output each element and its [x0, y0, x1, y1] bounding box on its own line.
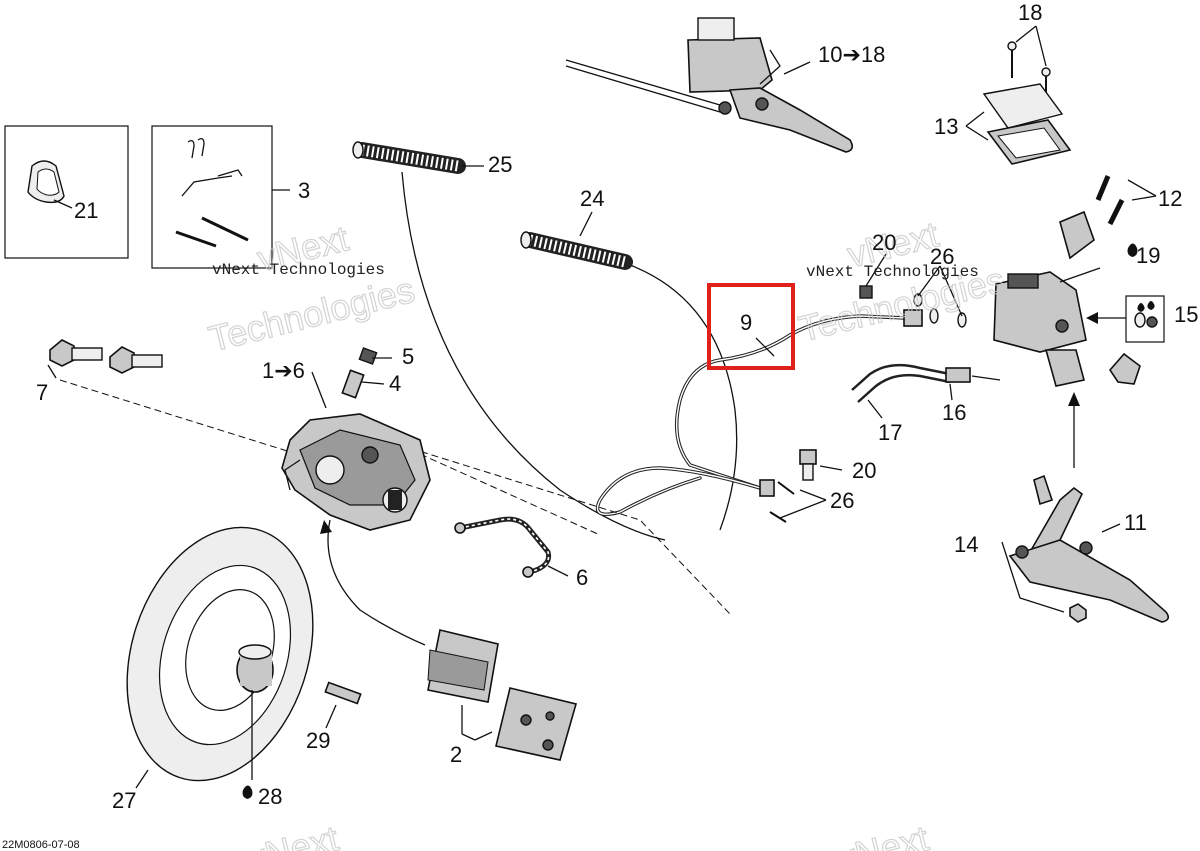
callout-24: 24: [580, 186, 604, 211]
brake-pads-2: [427, 629, 577, 761]
callout-9: 9: [740, 310, 752, 335]
callout-12: 12: [1158, 186, 1182, 211]
callout-16: 16: [942, 400, 966, 425]
callout-28: 28: [258, 784, 282, 809]
brake-caliper: [281, 347, 431, 531]
callout-19: 19: [1136, 243, 1160, 268]
watermark-line2-left: Technologies: [205, 269, 419, 360]
callout-13: 13: [934, 114, 958, 139]
callout-15: 15: [1174, 302, 1198, 327]
watermark-caption-left: vNext Technologies: [212, 261, 385, 279]
callouts: 1➔6 2 3 4 5 6 7 9 10➔18 11 12 13 14 15 1…: [36, 0, 1198, 813]
reference-code: 22M0806-07-08: [2, 839, 80, 851]
callout-26-upper: 26: [930, 244, 954, 269]
hose-24: [520, 231, 633, 270]
callout-10-18: 10➔18: [818, 42, 885, 67]
callout-11: 11: [1124, 510, 1147, 535]
brake-line-9: [595, 309, 923, 516]
callout-21: 21: [74, 198, 98, 223]
callout-20-upper: 20: [872, 230, 896, 255]
callout-26-lower: 26: [830, 488, 854, 513]
callout-5: 5: [402, 344, 414, 369]
brake-lever-11: [1001, 474, 1170, 623]
master-cylinder-10-18: [565, 17, 854, 153]
watermark-caption-right: vNext Technologies: [806, 263, 979, 281]
caliper-bolts-7: [47, 339, 163, 379]
callout-18: 18: [1018, 0, 1042, 25]
caliper-hose-6: [454, 516, 569, 578]
callout-3: 3: [298, 178, 310, 203]
hose-25: [352, 141, 466, 174]
callout-20-lower: 20: [852, 458, 876, 483]
brake-switch-16-17: [851, 253, 1001, 419]
highlight-box-9: [707, 283, 795, 370]
inset-box-3: [151, 125, 290, 269]
banjo-bolt-20-lower: [769, 449, 843, 523]
callout-6: 6: [576, 565, 588, 590]
watermark-bottom-right: vNext: [833, 817, 932, 851]
callout-14: 14: [954, 532, 978, 557]
callout-27: 27: [112, 788, 136, 813]
master-cylinder-right: [965, 25, 1165, 468]
callout-2: 2: [450, 742, 462, 767]
callout-25: 25: [488, 152, 512, 177]
brake-disc-27: [126, 526, 314, 789]
watermark-bottom-left: vNext: [243, 817, 342, 851]
callout-1-6: 1➔6: [262, 358, 305, 383]
key-29: [324, 681, 362, 729]
callout-7: 7: [36, 380, 48, 405]
callout-29: 29: [306, 728, 330, 753]
callout-17: 17: [878, 420, 902, 445]
callout-4: 4: [389, 371, 401, 396]
fluid-drop-icon-19: [1127, 243, 1138, 257]
inset-box-21: [4, 125, 129, 259]
fluid-drop-icon-28: [242, 785, 253, 799]
